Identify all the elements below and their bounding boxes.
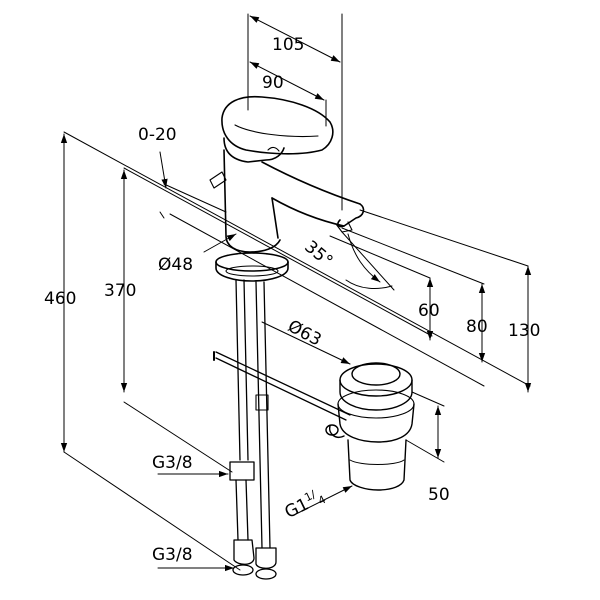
waste-valve [325, 362, 415, 491]
hose-nut-upper [229, 461, 255, 481]
dim-line-0-20 [159, 151, 168, 189]
lever-handle [221, 95, 334, 155]
hose-nut-lower-right [255, 547, 277, 569]
dim-line-35deg [347, 233, 381, 283]
dim-width-lever: 90 [262, 73, 284, 93]
thread-g114: G11/4 [281, 485, 328, 523]
faucet-body [209, 95, 365, 282]
waste-tailpiece [347, 439, 407, 491]
body-cap [223, 137, 285, 163]
dim-swing-angle: 35° [300, 237, 336, 272]
lever-top-highlight [234, 124, 319, 138]
thread-g38-upper: G3/8 [152, 453, 193, 473]
dim-line-105 [249, 15, 341, 63]
dim-body-diameter: Ø48 [158, 255, 193, 275]
thread-g38-lower: G3/8 [152, 545, 193, 565]
dim-line-90 [249, 61, 325, 101]
supply-hoses [229, 279, 277, 580]
aerator [335, 221, 353, 233]
body-left-edge [223, 149, 281, 253]
popup-rod [213, 351, 351, 421]
dim-waste-diameter: Ø63 [284, 316, 324, 350]
hose-nut-lower-left [233, 539, 255, 565]
dim-spout-60: 60 [418, 301, 440, 321]
spout-nose [337, 203, 365, 228]
svg-text:G11/4: G11/4 [281, 485, 328, 523]
dim-height-total: 460 [44, 289, 76, 309]
dim-spout-80: 80 [466, 317, 488, 337]
waste-plug-top [351, 362, 401, 386]
dim-lever-adjust: 0-20 [138, 125, 177, 145]
dim-height-hose: 370 [104, 281, 136, 301]
dim-height-130: 130 [508, 321, 540, 341]
dim-width-total: 105 [272, 35, 304, 55]
base-rosette [215, 252, 289, 272]
dim-waste-height: 50 [428, 485, 450, 505]
spout-top [261, 161, 361, 205]
popup-knob [209, 171, 227, 189]
leader-g114 [295, 485, 353, 515]
spout-bottom [271, 197, 345, 227]
